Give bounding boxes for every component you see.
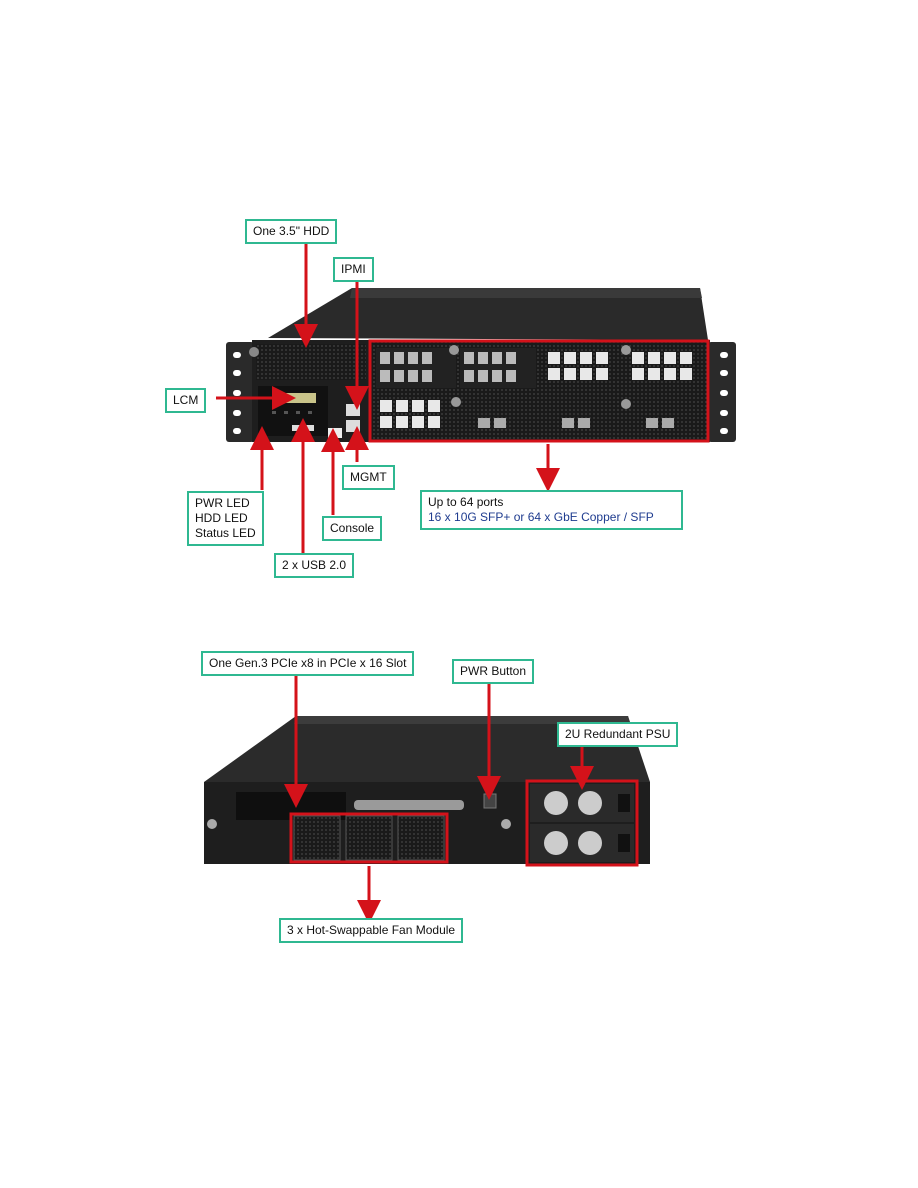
mgmt-label: MGMT [342,465,395,490]
ports-label-line1: Up to 64 ports [428,495,504,509]
leds-label-line2: HDD LED [195,511,248,525]
ports-label-line2: 16 x 10G SFP+ or 64 x GbE Copper / SFP [428,510,654,524]
fan-highlight-box [289,812,449,864]
hdd-label: One 3.5" HDD [245,219,338,244]
ports-highlight-box [368,339,710,443]
rear-arrows [284,673,594,924]
pwr-button-label: PWR Button [452,659,535,684]
leds-label-line1: PWR LED [195,496,250,510]
ports-label: Up to 64 ports 16 x 10G SFP+ or 64 x GbE… [420,490,683,530]
console-label: Console [322,516,383,541]
psu-label: 2U Redundant PSU [557,722,679,747]
usb-label: 2 x USB 2.0 [274,553,355,578]
front-chassis-image [226,288,736,442]
front-arrows [216,240,560,555]
lcm-label: LCM [165,388,207,413]
pcie-label: One Gen.3 PCIe x8 in PCIe x 16 Slot [201,651,415,676]
fan-label: 3 x Hot-Swappable Fan Module [279,918,464,943]
ipmi-label: IPMI [333,257,374,282]
leds-label-line3: Status LED [195,526,256,540]
leds-label: PWR LED HDD LED Status LED [187,491,264,546]
